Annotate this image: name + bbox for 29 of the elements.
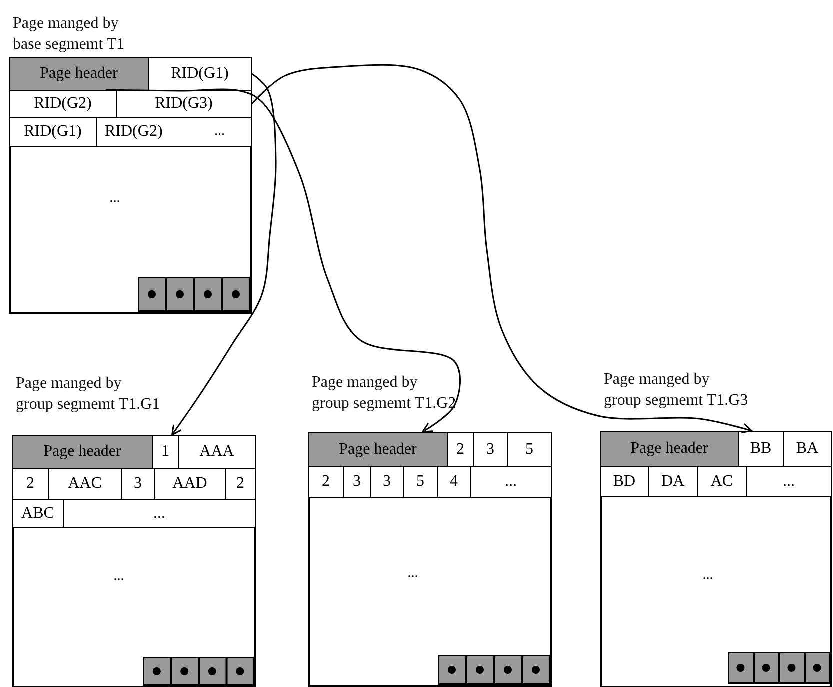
page-heading: Page manged by group segmemt T1.G2 (312, 373, 458, 414)
arrow (106, 88, 461, 433)
record-cell: RID(G1) (9, 117, 97, 147)
record-cell: AAA (178, 435, 256, 469)
header-cell: Page header (308, 432, 448, 467)
ellipsis: ... (702, 568, 714, 584)
record-cell: BD (600, 466, 649, 497)
header-cell: Page header (9, 57, 149, 91)
cell-text: RID(G2) (105, 123, 163, 141)
header-cell: Page header (12, 435, 153, 469)
record-cell: ... (63, 499, 256, 528)
record-cell: BA (783, 431, 832, 467)
record-cell (96, 117, 252, 147)
record-cell: RID(G1) (148, 57, 252, 91)
arrow (251, 64, 753, 434)
page-heading: Page manged by group segmemt T1.G3 (604, 370, 750, 411)
record-cell: 5 (507, 432, 552, 467)
header-cell: Page header (600, 431, 739, 467)
record-cell: ... (746, 466, 832, 497)
ellipsis: ... (214, 124, 225, 140)
page-heading: Page manged by base segmemt T1 (13, 14, 126, 55)
ellipsis: ... (114, 569, 124, 585)
record-cell: ABC (12, 499, 64, 528)
arrow (172, 73, 277, 436)
record-cell: 2 (308, 466, 344, 498)
page-heading: Page manged by group segmemt T1.G1 (16, 374, 162, 415)
ellipsis: ... (408, 566, 418, 582)
ellipsis: ... (110, 191, 120, 207)
record-cell: ... (470, 466, 552, 498)
